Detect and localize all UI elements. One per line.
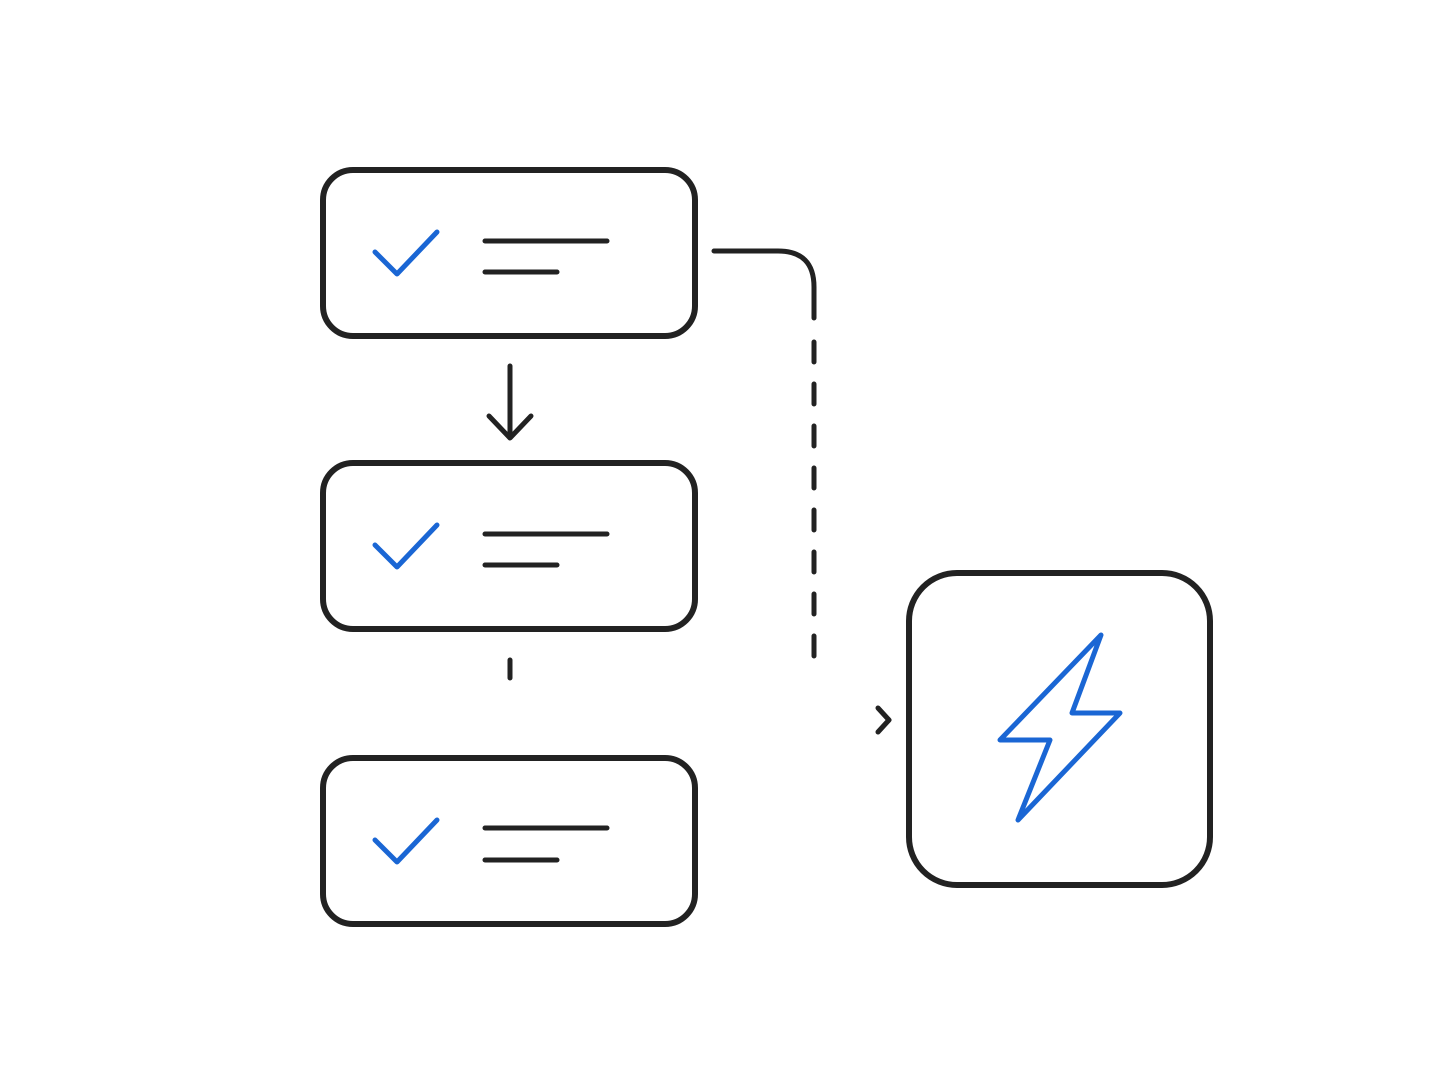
step-card-2-frame [320,460,698,632]
check-icon [372,817,440,865]
step-card-1[interactable] [320,167,698,339]
check-icon [372,229,440,277]
lightning-bolt-icon [997,632,1123,823]
connector-elbow [711,248,817,321]
check-icon [372,522,440,570]
trigger-node-frame [906,570,1213,888]
step-card-3-frame [320,755,698,927]
step-card-3[interactable] [320,755,698,927]
step-card-2[interactable] [320,460,698,632]
connector-step-1-to-trigger [711,248,892,735]
arrow-step-1-to-step-2 [486,363,534,441]
arrow-right-icon [875,705,892,735]
step-card-1-frame [320,167,698,339]
arrow-down-icon [486,413,534,441]
trigger-node[interactable] [906,570,1213,888]
